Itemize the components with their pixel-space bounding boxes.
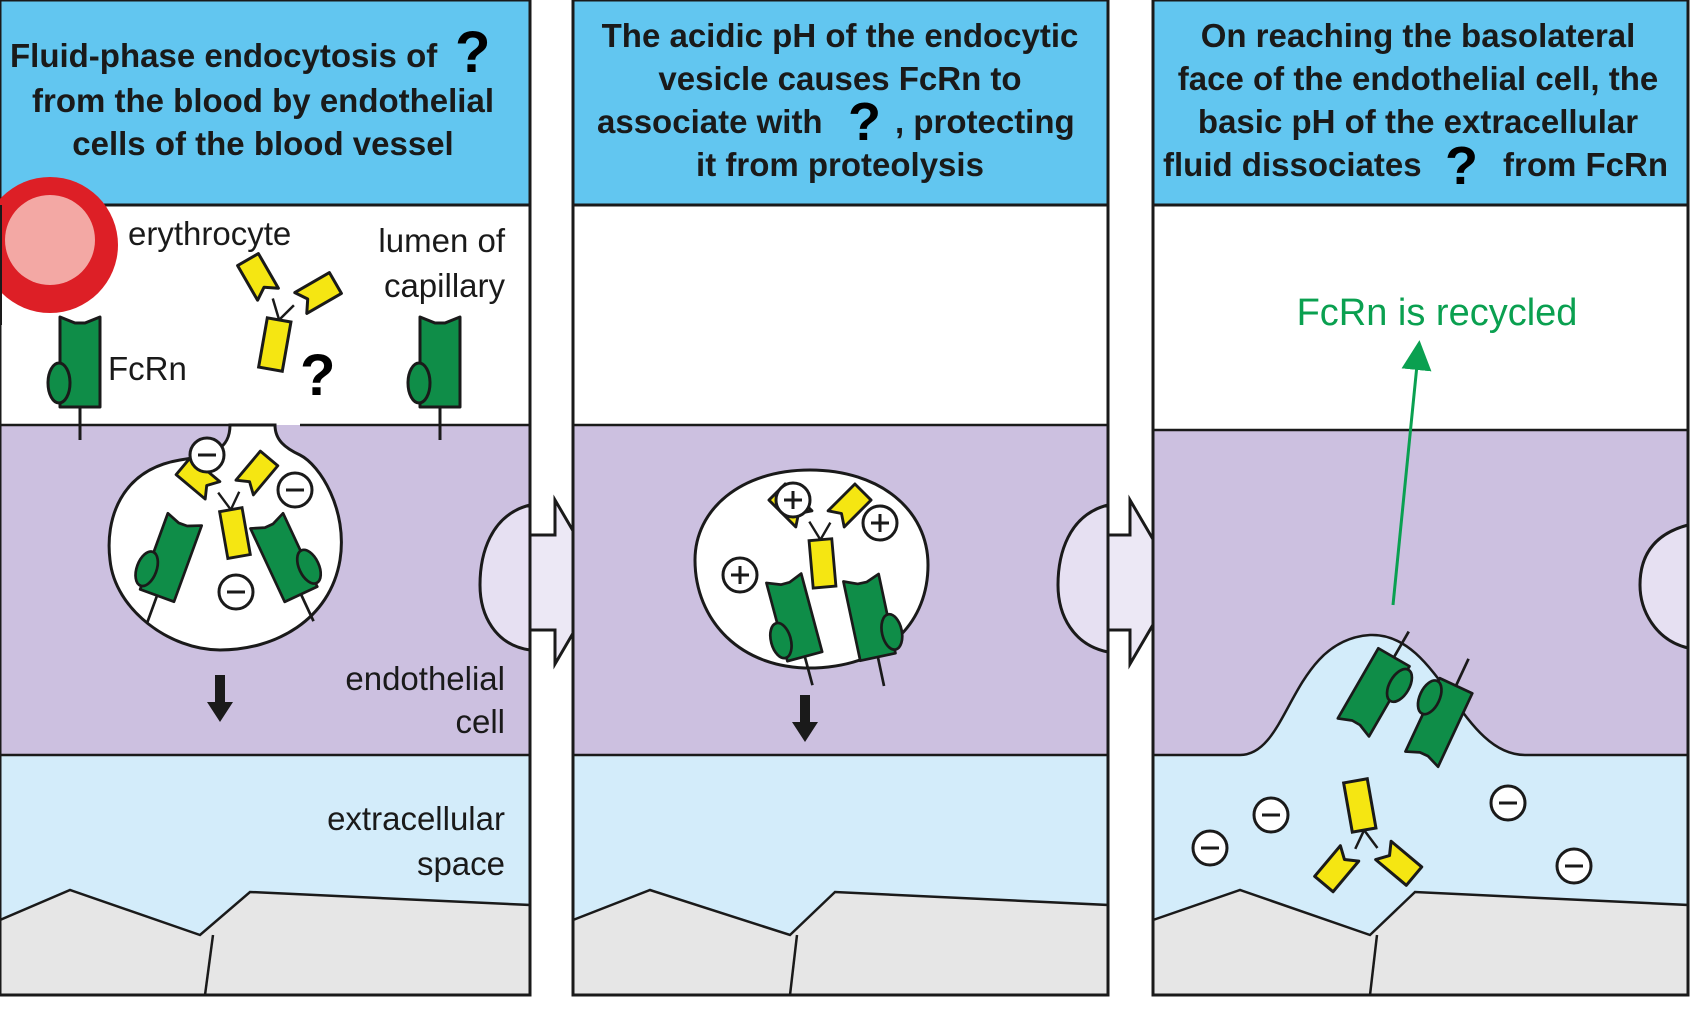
extracellular-label-line-1: extracellular <box>327 800 505 837</box>
panel-2-header-line-5: it from proteolysis <box>696 146 984 183</box>
negative-charge-icon <box>1252 796 1290 834</box>
down-arrow-icon <box>792 695 818 742</box>
extracellular-label-line-2: space <box>417 845 505 882</box>
basement-tissue <box>0 888 532 997</box>
panel-3-header-line-2: face of the endothelial cell, the <box>1178 60 1658 97</box>
question-mark-icon: ? <box>455 20 490 85</box>
panel-1-header-line-2: from the blood by endothelial <box>32 82 494 119</box>
panel-3-header-line-3: basic pH of the extracellular <box>1198 103 1638 140</box>
panel-2-header-line-1: The acidic pH of the endocytic <box>602 17 1079 54</box>
negative-charge-icon <box>1489 784 1527 822</box>
endothelial-label-line-2: cell <box>455 703 505 740</box>
panel-3-header-line-1: On reaching the basolateral <box>1201 17 1636 54</box>
negative-charge-icon <box>217 573 255 611</box>
panel-3-header-line-4: fluid dissociates <box>1163 146 1422 183</box>
panel-3-header-bg <box>1153 0 1688 205</box>
fcrn-recycled-label: FcRn is recycled <box>1297 292 1578 334</box>
negative-charge-icon <box>1555 847 1593 885</box>
panel-3-header-line-5: from FcRn <box>1503 146 1668 183</box>
transcytosis-vesicle-edge <box>1638 523 1690 650</box>
lumen-label-line-2: capillary <box>384 267 506 304</box>
basement-tissue <box>1151 888 1690 997</box>
transcytosis-vesicle-edge <box>1056 503 1110 654</box>
erythrocyte-label: erythrocyte <box>128 215 291 252</box>
panel-2-header-bg <box>573 0 1108 205</box>
basement-tissue <box>571 888 1110 997</box>
positive-charge-icon <box>774 481 812 519</box>
fcrn-label: FcRn <box>108 350 187 387</box>
panel-2-header-line-4: , protecting <box>895 103 1075 140</box>
transcytosis-vesicle-edge <box>478 503 532 652</box>
panel-1-header-line-3: cells of the blood vessel <box>72 125 453 162</box>
endothelial-label-line-1: endothelial <box>345 660 505 697</box>
recycle-arrow-icon <box>1391 340 1432 606</box>
question-mark-icon: ? <box>300 343 335 408</box>
panel-1: Fluid-phase endocytosis of ? from the bl… <box>0 0 532 997</box>
panel-1-header-line-1: Fluid-phase endocytosis of <box>10 37 438 74</box>
negative-charge-icon <box>188 436 226 474</box>
panel-2-header-line-2: vesicle causes FcRn to <box>658 60 1021 97</box>
negative-charge-icon <box>1191 829 1229 867</box>
negative-charge-icon <box>276 471 314 509</box>
panel-1-header-bg <box>0 0 530 205</box>
positive-charge-icon <box>721 556 759 594</box>
question-mark-icon: ? <box>848 92 881 152</box>
question-mark-icon: ? <box>1445 136 1478 196</box>
panel-2: The acidic pH of the endocytic vesicle c… <box>571 0 1110 997</box>
lumen-label-line-1: lumen of <box>378 222 505 259</box>
down-arrow-icon <box>207 675 233 722</box>
panel-2-header-line-3: associate with <box>597 103 823 140</box>
positive-charge-icon <box>861 504 899 542</box>
panel-3: On reaching the basolateral face of the … <box>1151 0 1690 997</box>
erythrocyte <box>0 177 118 313</box>
